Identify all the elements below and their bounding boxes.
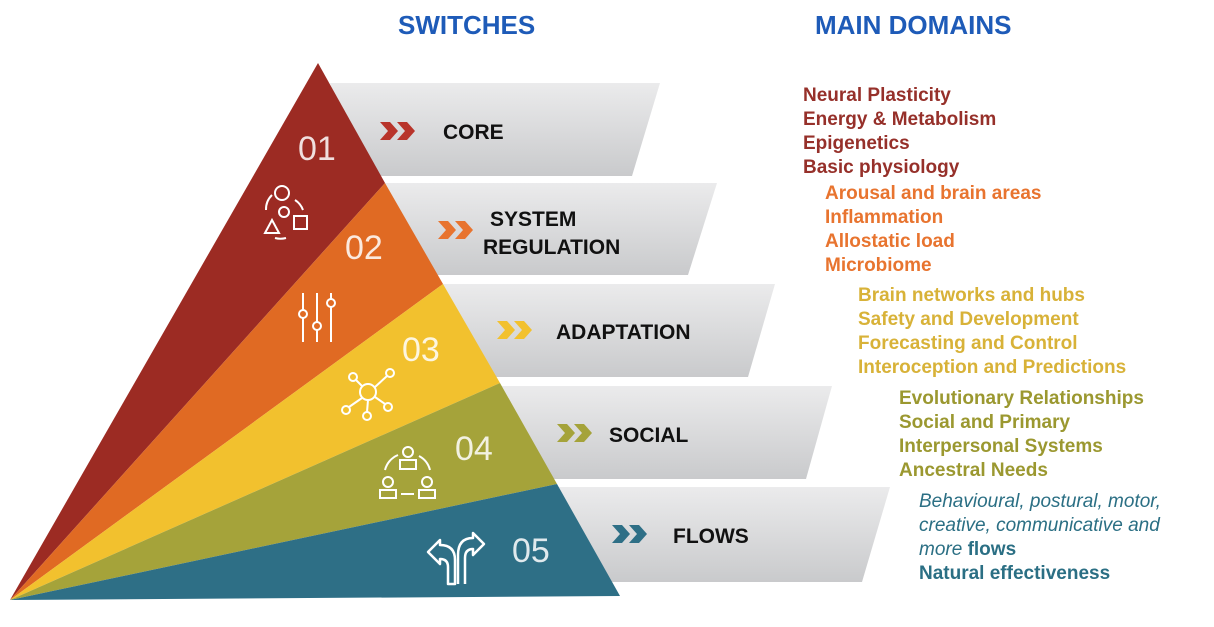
pyramid-layers [10,63,620,600]
band-label-system-line1: SYSTEM [490,208,576,231]
switches-header: SWITCHES [398,10,536,40]
domain-item: Arousal and brain areas [825,183,1042,204]
level-number-01: 01 [298,130,336,168]
layer-core [10,63,385,600]
chevrons [380,122,647,543]
band-label-core: CORE [443,121,504,144]
network-hub-icon [341,368,395,421]
level-number-03: 03 [402,331,440,369]
domain-item: Evolutionary Relationships [899,388,1144,409]
layer-social [10,383,557,600]
layer-adaptation [10,284,500,600]
domain-item: Allostatic load [825,231,955,252]
banner-bands [330,83,890,582]
domain-list-adaptation: Brain networks and hubs Safety and Devel… [858,284,1126,380]
flows-bold-text: flows [967,539,1017,560]
band-label-flows: FLOWS [673,525,749,548]
chevron-adaptation-icon [497,321,532,339]
band-social [498,386,832,479]
band-adaptation [440,284,775,377]
domain-item: Basic physiology [803,157,960,178]
chevron-flows-icon [612,525,647,543]
layer-system [10,183,443,600]
people-exchange-icon [379,446,436,499]
domain-item: Neural Plasticity [803,85,951,106]
domain-item: Brain networks and hubs [858,285,1085,306]
flows-more-text: more [919,539,963,560]
level-number-02: 02 [345,229,383,267]
domain-list-social: Evolutionary Relationships Social and Pr… [899,387,1144,483]
domain-item: Forecasting and Control [858,333,1078,354]
domain-item: Inflammation [825,207,944,228]
domain-item: creative, communicative and [919,515,1160,536]
domain-item: Safety and Development [858,309,1079,330]
domain-item: more flows [919,538,1161,562]
band-core [330,83,660,176]
domain-item: Natural effectiveness [919,563,1111,584]
main-domains-header: MAIN DOMAINS [815,10,1012,40]
sliders-icon [298,293,336,342]
level-number-04: 04 [455,430,493,468]
domain-list-system-regulation: Arousal and brain areas Inflammation All… [825,182,1041,278]
domain-item: Behavioural, postural, motor, [919,491,1161,512]
chevron-social-icon [557,424,592,442]
band-label-social: SOCIAL [609,424,689,447]
cycle-shapes-icon [263,185,308,240]
band-label-system-line2: REGULATION [483,236,620,259]
level-number-05: 05 [512,532,550,570]
domain-item: Epigenetics [803,133,910,154]
chevron-system-icon [438,221,473,239]
domain-item: Ancestral Needs [899,460,1048,481]
domain-item: Interoception and Predictions [858,357,1127,378]
layer-flows [10,484,620,600]
domain-list-core: Neural Plasticity Energy & Metabolism Ep… [803,84,996,180]
domain-item: Microbiome [825,255,932,276]
split-arrows-icon [426,531,486,586]
domain-item: Social and Primary [899,412,1071,433]
band-label-adaptation: ADAPTATION [556,321,691,344]
domain-item: Energy & Metabolism [803,109,997,130]
band-system [375,183,717,275]
domain-list-flows: Behavioural, postural, motor, creative, … [919,490,1161,586]
domain-item: Interpersonal Systems [899,436,1103,457]
chevron-core-icon [380,122,415,140]
band-flows [555,487,890,582]
